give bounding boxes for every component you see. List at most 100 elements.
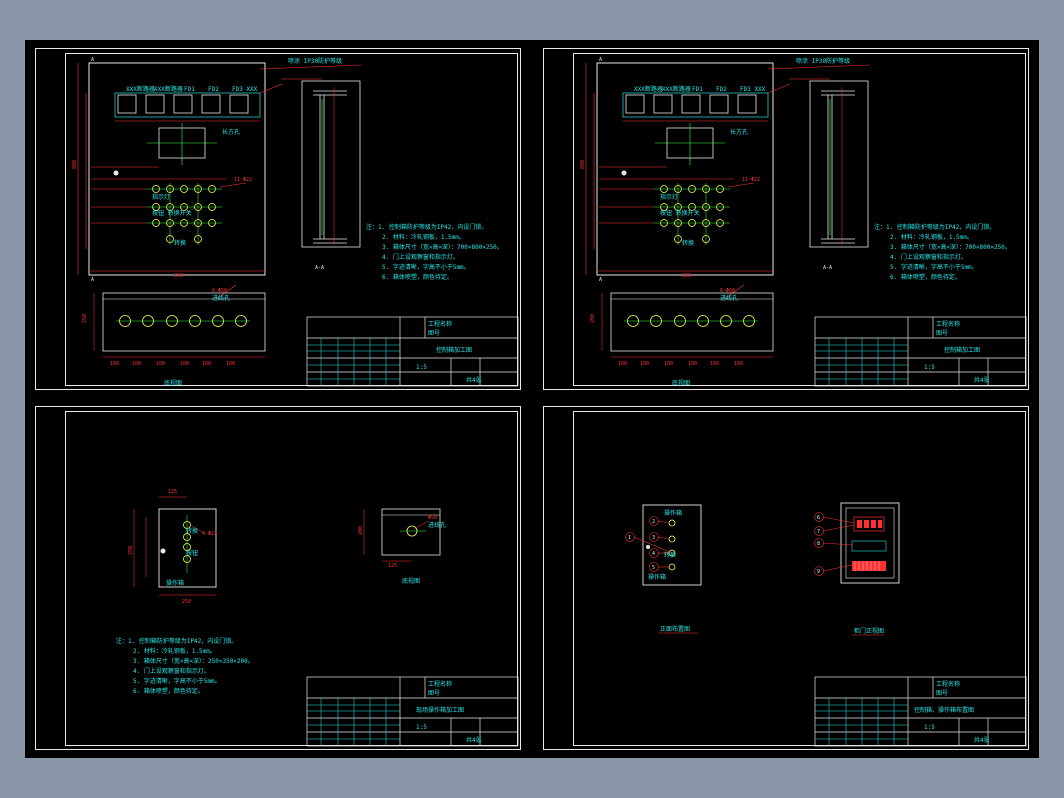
sheet-4-inner-frame [573, 411, 1026, 746]
svg-text:注：1. 控制箱防护等级为IP42，内设门锁。: 注：1. 控制箱防护等级为IP42，内设门锁。 [874, 223, 995, 231]
svg-text:共4张: 共4张 [974, 376, 990, 384]
svg-text:FD3 XXX: FD3 XXX [740, 86, 766, 93]
svg-text:100: 100 [132, 361, 141, 367]
sheet-4-title-block [814, 676, 1027, 747]
svg-text:4. 门上设观察窗和指示灯。: 4. 门上设观察窗和指示灯。 [890, 253, 967, 261]
svg-text:图号: 图号 [936, 690, 948, 697]
svg-text:100: 100 [202, 361, 211, 367]
svg-text:5. 字迹清晰，字高不小于5mm。: 5. 字迹清晰，字高不小于5mm。 [890, 263, 978, 271]
svg-text:125: 125 [168, 489, 177, 495]
sheet-2-notes: 注：1. 控制箱防护等级为IP42，内设门锁。 2. 材料：冷轧钢板，1.5mm… [874, 223, 1011, 281]
svg-text:100: 100 [156, 361, 165, 367]
svg-text:8: 8 [817, 541, 820, 547]
svg-text:A: A [599, 277, 602, 283]
svg-text:2: 2 [652, 519, 655, 525]
section-view-outline [301, 80, 361, 248]
svg-text:转换: 转换 [186, 527, 198, 535]
svg-text:9: 9 [817, 569, 820, 575]
svg-text:5: 5 [652, 565, 655, 571]
svg-text:进线孔: 进线孔 [720, 294, 738, 302]
svg-text:1:5: 1:5 [924, 724, 935, 731]
svg-text:250: 250 [128, 546, 134, 555]
svg-text:5. 字迹清晰，字高不小于5mm。: 5. 字迹清晰，字高不小于5mm。 [133, 677, 221, 685]
right-caption: 柜门正视图 [854, 627, 884, 635]
terminal-strip [852, 561, 886, 571]
svg-text:操作箱: 操作箱 [664, 509, 682, 517]
svg-text:长方孔: 长方孔 [730, 128, 748, 136]
drawing-sheet-4: 1 2 3 4 5 操作箱 转换 操作箱 正面布置图 [543, 406, 1029, 750]
breaker-cutout-1 [117, 94, 137, 114]
drawing-sheet-1: 800 300 A A XXX断路器 XXX断路器 FD1 FD2 FD3 XX… [35, 48, 521, 390]
width-dim: 300 [174, 273, 183, 279]
sheet-1-drawing: 800 300 A A XXX断路器 XXX断路器 FD1 FD2 FD3 XX… [72, 57, 519, 387]
svg-text:喷涂 IP30防护等级: 喷涂 IP30防护等级 [796, 57, 850, 65]
svg-text:XXX断路器: XXX断路器 [154, 85, 183, 93]
svg-text:250: 250 [182, 599, 191, 605]
svg-text:11-Φ22: 11-Φ22 [234, 177, 252, 183]
svg-text:转换: 转换 [682, 239, 694, 247]
svg-text:工程名称: 工程名称 [428, 320, 452, 328]
svg-text:A-A: A-A [823, 265, 832, 271]
svg-text:底视图: 底视图 [672, 379, 690, 387]
breaker-cutout-4 [201, 94, 221, 114]
svg-text:3: 3 [652, 535, 655, 541]
svg-text:7: 7 [817, 529, 820, 535]
hole-count-label: 4-Φ22 [202, 531, 217, 537]
sheet-3-title: 现场操作箱加工图 [416, 706, 464, 714]
svg-text:4: 4 [652, 551, 655, 557]
front-view-outline [88, 62, 266, 276]
svg-text:FD3 XXX: FD3 XXX [232, 86, 258, 93]
svg-text:100: 100 [664, 361, 673, 367]
svg-text:A: A [91, 57, 94, 63]
operation-box-outline [158, 508, 217, 588]
svg-text:100: 100 [226, 361, 235, 367]
sheet-1-notes: 注：1. 控制箱防护等级为IP42，内设门锁。 2. 材料：冷轧钢板，1.5mm… [366, 223, 503, 281]
svg-text:图号: 图号 [428, 330, 440, 337]
svg-text:800: 800 [72, 160, 78, 169]
callout-2 [649, 516, 659, 526]
svg-text:6. 箱体喷塑，颜色待定。: 6. 箱体喷塑，颜色待定。 [133, 687, 204, 695]
svg-text:指示灯: 指示灯 [660, 193, 678, 201]
svg-text:3. 箱体尺寸（宽×高×深）：250×350×200。: 3. 箱体尺寸（宽×高×深）：250×350×200。 [133, 657, 254, 665]
svg-text:800: 800 [580, 160, 586, 169]
svg-text:5. 字迹清晰，字高不小于5mm。: 5. 字迹清晰，字高不小于5mm。 [382, 263, 470, 271]
svg-text:图号: 图号 [428, 690, 440, 697]
svg-text:100: 100 [688, 361, 697, 367]
callout-5 [649, 562, 659, 572]
svg-text:工程名称: 工程名称 [936, 320, 960, 328]
svg-text:按钮 转换开关: 按钮 转换开关 [660, 209, 700, 217]
sheet-1-title-block [306, 316, 519, 387]
lock-hole [113, 170, 119, 176]
svg-text:转换: 转换 [174, 239, 186, 247]
svg-text:XXX断路器: XXX断路器 [126, 85, 155, 93]
callout-4 [649, 548, 659, 558]
svg-text:3. 箱体尺寸（宽×高×深）：700×800×250。: 3. 箱体尺寸（宽×高×深）：700×800×250。 [382, 243, 503, 251]
cad-canvas: 800 300 A A XXX断路器 XXX断路器 FD1 FD2 FD3 XX… [25, 40, 1039, 758]
svg-text:300: 300 [682, 273, 691, 279]
svg-text:FD2: FD2 [208, 86, 219, 93]
svg-text:按钮: 按钮 [186, 549, 198, 557]
svg-text:A: A [599, 57, 602, 63]
svg-text:125: 125 [388, 563, 397, 569]
svg-text:注：1. 控制箱防护等级为IP42，内设门锁。: 注：1. 控制箱防护等级为IP42，内设门锁。 [366, 223, 487, 231]
cabinet-door-layout [840, 502, 900, 584]
sheet-2-title: 控制箱加工图 [944, 346, 980, 354]
sheet-1-title: 控制箱加工图 [436, 346, 472, 354]
sheet-3-drawing: 250 125 250 4-Φ22 转换 按钮 操作箱 200 125 Φ50 … [116, 489, 519, 747]
svg-text:200: 200 [358, 526, 364, 535]
svg-text:共4张: 共4张 [974, 736, 990, 744]
bottom-view-outline [102, 292, 266, 352]
svg-text:工程名称: 工程名称 [428, 680, 452, 688]
svg-text:100: 100 [710, 361, 719, 367]
svg-text:1:5: 1:5 [924, 364, 935, 371]
sheet-3-inner-frame [65, 411, 518, 746]
svg-text:100: 100 [734, 361, 743, 367]
svg-text:共4张: 共4张 [466, 376, 482, 384]
box-front-layout [642, 504, 702, 586]
section-label: A-A [315, 265, 324, 271]
svg-text:1:5: 1:5 [416, 724, 427, 731]
breaker-cutout-5 [229, 94, 249, 114]
sheet-2-title-block [814, 316, 1027, 387]
svg-text:工程名称: 工程名称 [936, 680, 960, 688]
